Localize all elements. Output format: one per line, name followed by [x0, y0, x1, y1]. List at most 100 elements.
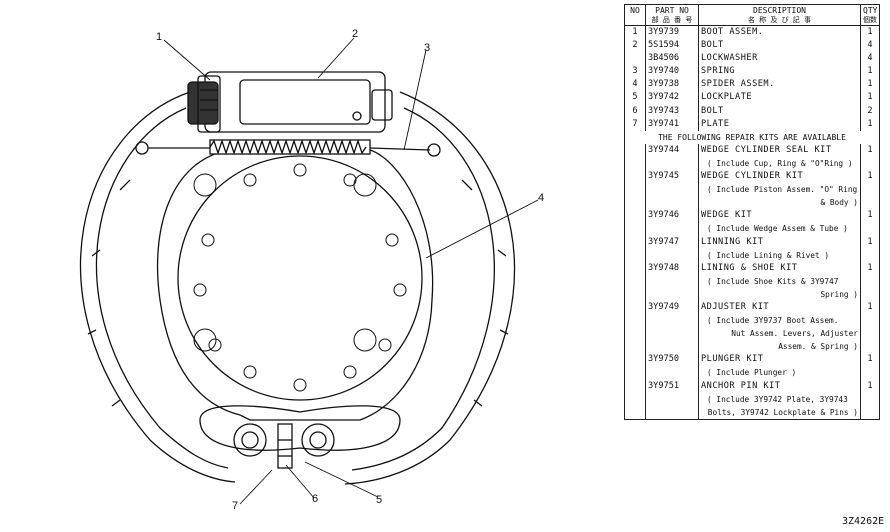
callout-5: 5: [376, 494, 383, 506]
part-number: 3B4506: [645, 52, 699, 66]
kit-index: [624, 261, 646, 275]
return-spring: [148, 138, 431, 156]
kit-note-row: ( Include Lining & Rivet ): [624, 248, 880, 262]
part-index: 7: [624, 117, 646, 131]
kit-index: [624, 235, 646, 249]
kit-description: LINING & SHOE KIT: [698, 261, 861, 275]
kit-note-spacer: [860, 405, 880, 420]
callout-leaders: [163, 37, 539, 505]
part-number: 3Y9741: [645, 117, 699, 131]
kit-description: PLUNGER KIT: [698, 353, 861, 367]
kit-note-spacer: [645, 222, 699, 236]
kit-note-row: ( Include 3Y9737 Boot Assem.: [624, 314, 880, 328]
kit-note-spacer: [645, 327, 699, 341]
kit-part-number: 3Y9747: [645, 235, 699, 249]
part-index: [624, 52, 646, 66]
kit-note-spacer: [860, 248, 880, 262]
kit-note-spacer: [624, 340, 646, 354]
kit-note-spacer: [624, 156, 646, 171]
kit-note-row: ( Include Shoe Kits & 3Y9747: [624, 274, 880, 288]
kit-index: [624, 170, 646, 184]
kit-note-row: Assem. & Spring ): [624, 340, 880, 354]
kit-qty: 1: [860, 209, 880, 223]
part-description: BOOT ASSEM.: [698, 25, 861, 40]
kit-description: ANCHOR PIN KIT: [698, 379, 861, 393]
kit-note-spacer: [645, 248, 699, 262]
kit-note-spacer: [624, 183, 646, 197]
kit-note-spacer: [860, 287, 880, 301]
kit-part-number: 3Y9749: [645, 300, 699, 315]
kit-description: LINNING KIT: [698, 235, 861, 249]
boot-assembly: [187, 75, 221, 133]
kits-banner: THE FOLLOWING REPAIR KITS ARE AVAILABLE: [624, 130, 880, 144]
header-no: NO: [624, 4, 646, 26]
kit-note: & Body ): [698, 196, 861, 210]
kit-qty: 1: [860, 235, 880, 249]
kit-description: ADJUSTER KIT: [698, 300, 861, 315]
kit-note-spacer: [860, 183, 880, 197]
brake-shoe-left-outer: [79, 91, 236, 483]
kit-note: Bolts, 3Y9742 Lockplate & Pins ): [698, 405, 861, 420]
kit-index: [624, 143, 646, 157]
kit-note-spacer: [624, 248, 646, 262]
part-number: 3Y9738: [645, 78, 699, 92]
kit-note-spacer: [860, 222, 880, 236]
kit-note-spacer: [645, 340, 699, 354]
kit-note: Spring ): [698, 287, 861, 301]
kit-note: Nut Assem. Levers, Adjuster: [698, 327, 861, 341]
part-number: 3Y9743: [645, 104, 699, 118]
kit-note-spacer: [624, 327, 646, 341]
kit-index: [624, 379, 646, 393]
kit-note: ( Include 3Y9742 Plate, 3Y9743: [698, 392, 861, 406]
kit-note-row: ( Include 3Y9742 Plate, 3Y9743: [624, 392, 880, 406]
part-qty: 1: [860, 25, 880, 40]
kit-note: ( Include Lining & Rivet ): [698, 248, 861, 262]
kit-note-spacer: [860, 392, 880, 406]
callout-1: 1: [156, 31, 163, 43]
part-number: 3Y9739: [645, 25, 699, 40]
kit-qty: 1: [860, 170, 880, 184]
figure-code: 3Z4262E: [842, 516, 885, 527]
part-index: 2: [624, 39, 646, 53]
part-index: 3: [624, 65, 646, 79]
kit-qty: 1: [860, 300, 880, 315]
part-qty: 1: [860, 65, 880, 79]
kit-note-spacer: [624, 196, 646, 210]
kit-note-spacer: [645, 287, 699, 301]
kit-note-row: Bolts, 3Y9742 Lockplate & Pins ): [624, 405, 880, 420]
brake-assembly-drawing: [79, 37, 539, 505]
kit-description: WEDGE CYLINDER SEAL KIT: [698, 143, 861, 157]
kit-note-spacer: [624, 392, 646, 406]
kit-note-row: ( Include Piston Assem. "O" Ring: [624, 183, 880, 197]
kit-qty: 1: [860, 353, 880, 367]
kit-part-number: 3Y9750: [645, 353, 699, 367]
callout-2: 2: [352, 28, 359, 40]
part-number: 3Y9742: [645, 91, 699, 105]
part-qty: 1: [860, 78, 880, 92]
callout-4: 4: [538, 192, 545, 204]
kit-note: ( Include Piston Assem. "O" Ring: [698, 183, 861, 197]
part-index: 1: [624, 25, 646, 40]
part-number: 3Y9740: [645, 65, 699, 79]
brake-shoe-right-inner: [351, 107, 495, 471]
kit-note-spacer: [645, 196, 699, 210]
kit-note-row: Nut Assem. Levers, Adjuster: [624, 327, 880, 341]
part-description: BOLT: [698, 104, 861, 118]
kit-note-spacer: [645, 183, 699, 197]
kit-note-row: ( Include Wedge Assem & Tube ): [624, 222, 880, 236]
part-description: SPRING: [698, 65, 861, 79]
